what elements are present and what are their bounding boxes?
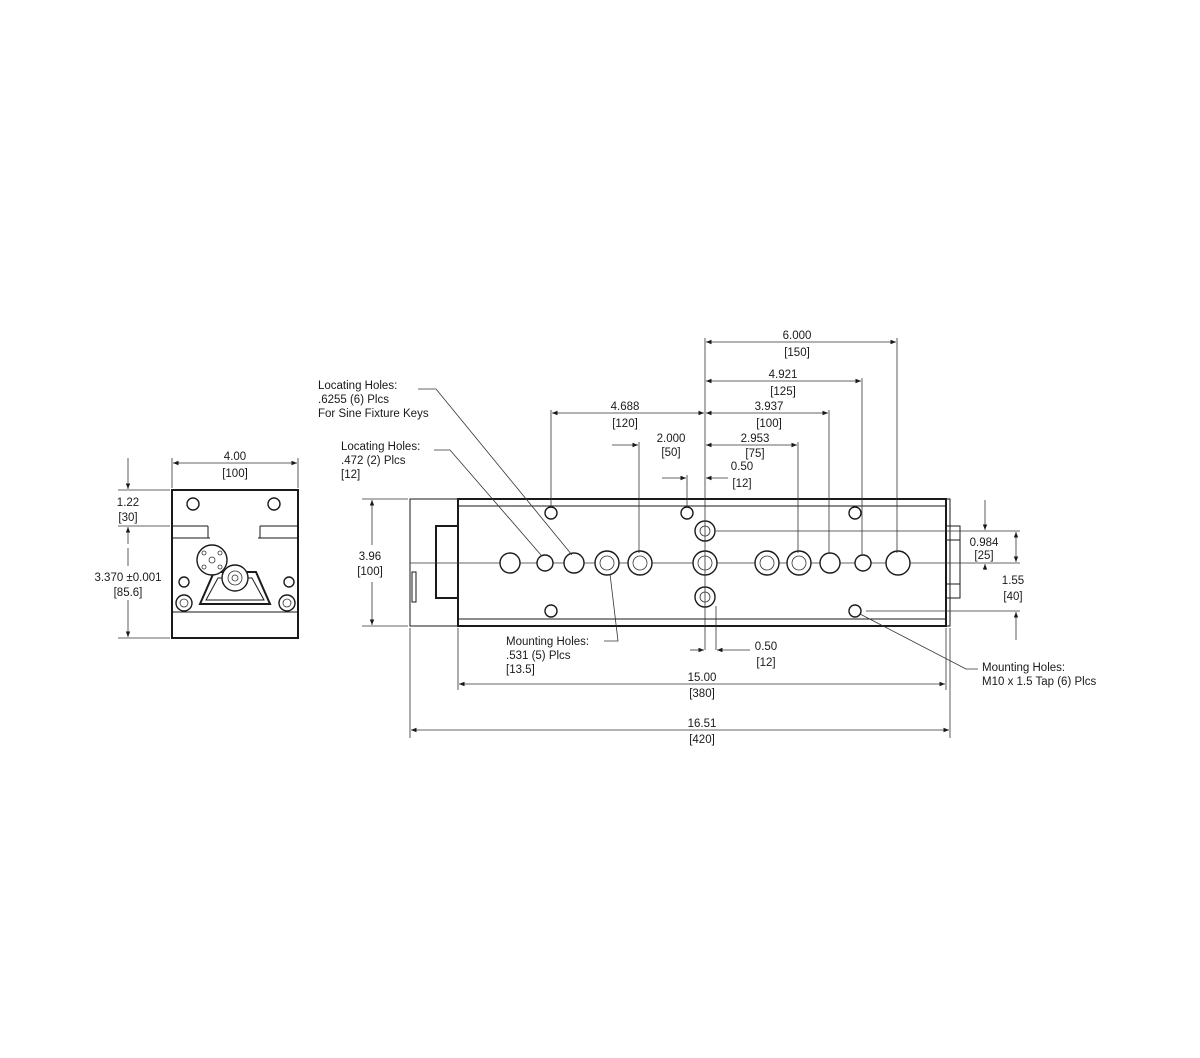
callout-locating-large-title: Locating Holes:: [318, 380, 397, 392]
locating-holes-row: [499, 550, 911, 576]
dim-1500-metric: [380]: [689, 688, 715, 700]
motor-shaft: [221, 564, 249, 592]
callout-locating-small-line2: [12]: [341, 469, 360, 481]
dim-396-metric: [100]: [357, 566, 383, 578]
side-view-bolt-right: [278, 594, 296, 612]
side-view-bolt-left: [175, 594, 193, 612]
dim-050-bot-metric: [12]: [756, 657, 775, 669]
callout-mounting-holes-title: Mounting Holes:: [506, 636, 589, 648]
dim-050-bot-value: 0.50: [755, 641, 777, 653]
dim-4921-value: 4.921: [769, 369, 798, 381]
dim-6000-metric: [150]: [784, 347, 810, 359]
dim-top-value: 1.22: [117, 497, 139, 509]
dim-top-metric: [30]: [118, 512, 137, 524]
side-view-top-hole-right: [267, 497, 281, 511]
side-view: 4.00 [100] 1.22 [30] 3.370 ±0.001 [85.6]: [94, 451, 299, 639]
dim-2953-metric: [75]: [745, 448, 764, 460]
callout-mounting-holes-line1: .531 (5) Plcs: [506, 650, 571, 662]
dim-0984-value: 0.984: [970, 537, 999, 549]
dim-155-value: 1.55: [1002, 575, 1024, 587]
connector-round: [196, 544, 228, 576]
dim-width-metric: [100]: [222, 468, 248, 480]
callout-locating-small-title: Locating Holes:: [341, 441, 420, 453]
motor-flange: [198, 571, 272, 605]
dim-2953-value: 2.953: [741, 433, 770, 445]
dim-1500-value: 15.00: [688, 672, 717, 684]
dim-050-top-value: 0.50: [731, 461, 753, 473]
dim-155-metric: [40]: [1003, 591, 1022, 603]
callout-mounting-holes: Mounting Holes: .531 (5) Plcs [13.5]: [506, 573, 619, 676]
side-view-body: [171, 489, 299, 639]
callout-locating-small: Locating Holes: .472 (2) Plcs [12]: [341, 441, 542, 556]
dim-height-metric: [85.6]: [114, 587, 143, 599]
dim-4688-value: 4.688: [611, 401, 640, 413]
dim-6000-value: 6.000: [783, 330, 812, 342]
mounting-tap-holes: [544, 506, 862, 618]
dim-050-top-metric: [12]: [732, 478, 751, 490]
dim-0984-metric: [25]: [974, 550, 993, 562]
callout-mounting-holes-line2: [13.5]: [506, 664, 535, 676]
dim-1651-metric: [420]: [689, 734, 715, 746]
callout-mounting-tap: Mounting Holes: M10 x 1.5 Tap (6) Plcs: [859, 613, 1096, 688]
dim-3937-value: 3.937: [755, 401, 784, 413]
dim-396-value: 3.96: [359, 551, 381, 563]
callout-mounting-tap-title: Mounting Holes:: [982, 662, 1065, 674]
dim-2000-value: 2.000: [657, 433, 686, 445]
dim-3937-metric: [100]: [756, 418, 782, 430]
callout-locating-large-line1: .6255 (6) Plcs: [318, 394, 389, 406]
dim-1651-value: 16.51: [688, 718, 717, 730]
side-view-top-hole-left: [186, 497, 200, 511]
dim-4921-metric: [125]: [770, 386, 796, 398]
callout-locating-large-line2: For Sine Fixture Keys: [318, 408, 429, 420]
callout-locating-large: Locating Holes: .6255 (6) Plcs For Sine …: [318, 380, 573, 556]
callout-locating-small-line1: .472 (2) Plcs: [341, 455, 406, 467]
top-view-motor-block: [435, 525, 459, 599]
callout-mounting-tap-line1: M10 x 1.5 Tap (6) Plcs: [982, 676, 1096, 688]
dim-height-value: 3.370 ±0.001: [94, 572, 161, 584]
dim-width-value: 4.00: [224, 451, 246, 463]
dim-4688-metric: [120]: [612, 418, 638, 430]
dim-2000-metric: [50]: [661, 447, 680, 459]
top-view: 6.000 [150] 4.921 [125] 4.688 [120] 3.93…: [318, 330, 1096, 746]
